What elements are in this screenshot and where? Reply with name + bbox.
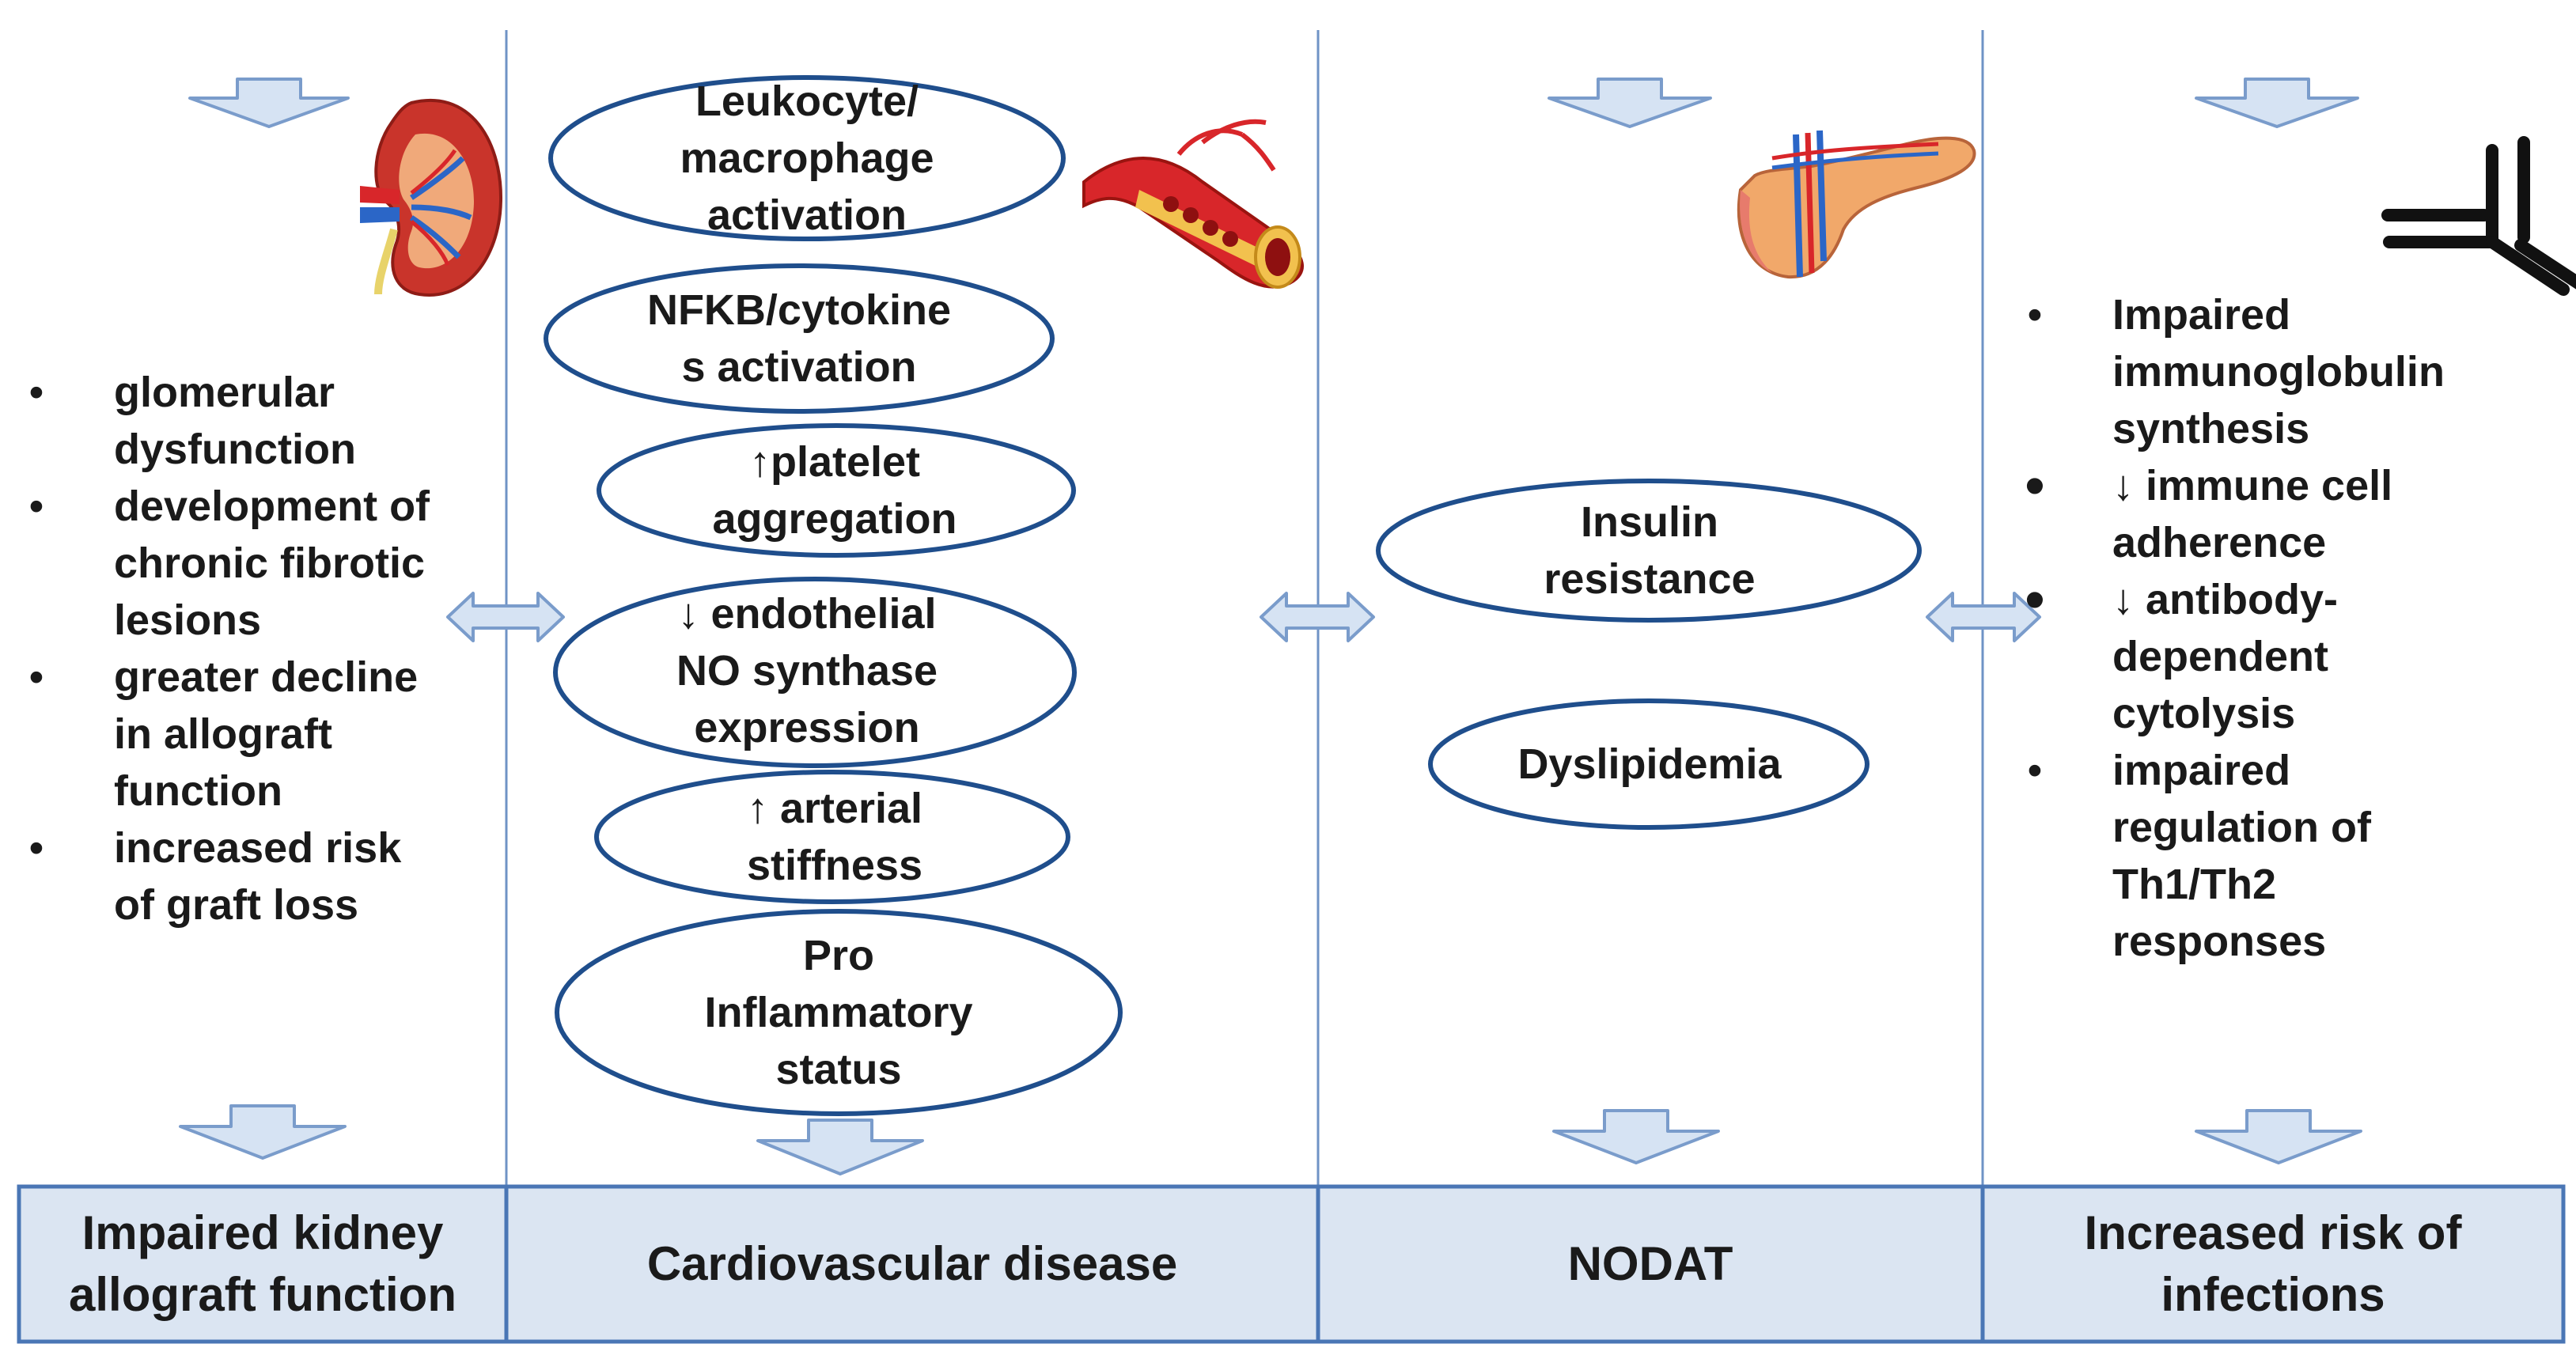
down-arrow-icon — [1547, 78, 1712, 128]
bullet-text: impaired regulation of Th1/Th2 responses — [2112, 747, 2371, 965]
list-item: •↓ antibody- dependent cytolysis — [2025, 566, 2338, 738]
bullet-text: greater decline in allograft function — [114, 653, 419, 815]
oval-label-dyslipidemia: Dyslipidemia — [1517, 740, 1782, 788]
bottom-box-infections — [1980, 1184, 2566, 1344]
list-item: •greater decline in allograft function — [28, 653, 419, 815]
bottom-box-nodat — [1316, 1184, 1985, 1344]
down-arrow-icon — [2195, 1109, 2362, 1164]
list-item: •increased risk of graft loss — [28, 824, 402, 929]
bottom-box-cardio — [504, 1184, 1320, 1344]
oval-label-leukocyte: Leukocyte/ macrophage activation — [680, 78, 934, 239]
bottom-label-nodat: NODAT — [1567, 1237, 1733, 1290]
oval-label-arterial: ↑ arterial stiffness — [746, 785, 923, 889]
oval-label-insulin: Insulin resistance — [1544, 498, 1756, 603]
bottom-label-infections: Increased risk of infections — [2084, 1206, 2462, 1321]
down-arrow-icon — [188, 78, 350, 128]
oval-nfkb — [544, 263, 1055, 414]
oval-proinflammatory — [555, 909, 1123, 1116]
infections-bullet-list: •Impaired immunoglobulin synthesis •↓ im… — [2010, 286, 2563, 970]
down-arrow-icon — [756, 1119, 924, 1175]
oval-label-proinflammatory: Pro Inflammatory status — [704, 932, 973, 1093]
oval-label-endothelial: ↓ endothelial NO synthase expression — [676, 590, 938, 751]
bullet-text: Impaired immunoglobulin synthesis — [2112, 291, 2445, 452]
double-arrow-icon — [1260, 592, 1375, 642]
kidney-icon — [360, 98, 502, 297]
oval-endothelial — [553, 577, 1077, 768]
pancreas-icon — [1737, 130, 1976, 279]
bullet-text: ↓ immune cell adherence — [2112, 462, 2393, 566]
oval-arterial — [594, 770, 1070, 904]
bottom-label-cardio: Cardiovascular disease — [646, 1237, 1178, 1290]
oval-dyslipidemia — [1428, 698, 1869, 830]
antibody-icon — [2381, 136, 2576, 296]
list-item: •↓ immune cell adherence — [2025, 452, 2393, 567]
list-item: •Impaired immunoglobulin synthesis — [2027, 291, 2445, 452]
bottom-label-kidney: Impaired kidney allograft function — [69, 1206, 456, 1321]
kidney-bullet-list: •glomerular dysfunction • development of… — [11, 364, 502, 933]
bottom-box-kidney — [17, 1184, 509, 1344]
list-item: • development of chronic fibrotic lesion… — [28, 483, 430, 644]
bullet-text: glomerular dysfunction — [114, 369, 356, 473]
list-item: •glomerular dysfunction — [28, 369, 356, 473]
artery-icon — [1082, 119, 1304, 289]
down-arrow-icon — [1552, 1109, 1720, 1164]
oval-insulin — [1376, 479, 1922, 623]
oval-platelet — [597, 423, 1076, 558]
oval-leukocyte — [548, 75, 1066, 241]
oval-label-nfkb: NFKB/cytokine s activation — [646, 286, 952, 391]
bullet-text: ↓ antibody- dependent cytolysis — [2112, 576, 2338, 737]
down-arrow-icon — [2195, 78, 2359, 128]
oval-label-platelet: ↑platelet aggregation — [712, 438, 957, 543]
double-arrow-icon — [446, 592, 565, 642]
down-arrow-icon — [179, 1104, 347, 1160]
double-arrow-icon — [1926, 592, 2041, 642]
bullet-text: development of chronic fibrotic lesions — [114, 483, 430, 644]
list-item: •impaired regulation of Th1/Th2 response… — [2027, 747, 2371, 965]
bullet-text: increased risk of graft loss — [114, 824, 402, 929]
